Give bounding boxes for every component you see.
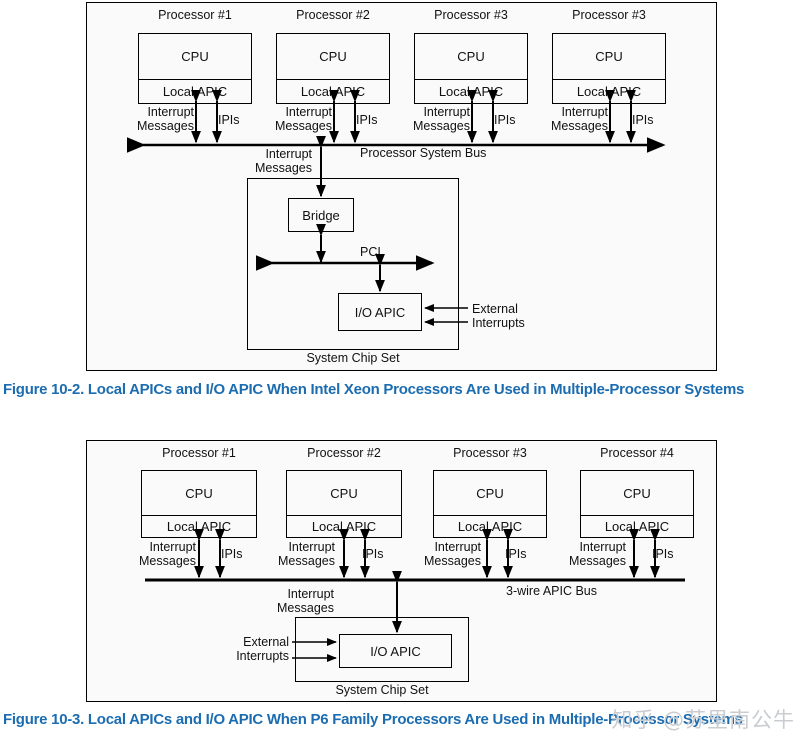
interrupt-messages-label: Interrupt Messages [139,540,196,568]
ipis-label: IPIs [356,113,378,127]
processor-box: CPU Local APIC [276,33,390,104]
processor-box: CPU Local APIC [286,470,402,538]
figure-2-chipset-caption: System Chip Set [335,683,429,697]
cpu-cell: CPU [476,485,504,501]
figure-1-chipset-caption: System Chip Set [306,351,400,365]
processor-title: Processor #1 [158,8,232,22]
processor-title: Processor #3 [434,8,508,22]
figure-2-io-apic-box: I/O APIC [339,634,452,668]
ipis-label: IPIs [362,547,384,561]
local-apic-cell: Local APIC [277,79,389,103]
interrupt-messages-label: Interrupt Messages [551,105,608,133]
figure-1-bus-label: Processor System Bus [360,146,487,160]
figure-2-external-interrupts-label: External Interrupts [236,635,289,663]
processor-box: CPU Local APIC [414,33,528,104]
figure-1-bridge-box: Bridge [288,198,354,232]
local-apic-cell: Local APIC [581,515,693,537]
figure-2-caption: Figure 10-3. Local APICs and I/O APIC Wh… [3,711,743,728]
figure-1-bridge-interrupt-label: Interrupt Messages [255,147,312,175]
local-apic-cell: Local APIC [142,515,256,537]
processor-box: CPU Local APIC [433,470,547,538]
processor-title: Processor #4 [600,446,674,460]
ipis-label: IPIs [494,113,516,127]
cpu-cell: CPU [623,485,651,501]
watermark-text: 知乎 @苏里南公牛 [611,708,795,732]
local-apic-cell: Local APIC [139,79,251,103]
ipis-label: IPIs [218,113,240,127]
figure-1-caption: Figure 10-2. Local APICs and I/O APIC Wh… [3,381,745,398]
processor-box: CPU Local APIC [141,470,257,538]
cpu-cell: CPU [595,49,623,64]
processor-title: Processor #3 [453,446,527,460]
processor-title: Processor #1 [162,446,236,460]
cpu-cell: CPU [330,485,358,501]
processor-box: CPU Local APIC [580,470,694,538]
processor-title: Processor #3 [572,8,646,22]
figure-2-bus-label: 3-wire APIC Bus [506,584,598,598]
local-apic-cell: Local APIC [287,515,401,537]
interrupt-messages-label: Interrupt Messages [424,540,481,568]
interrupt-messages-label: Interrupt Messages [569,540,626,568]
local-apic-cell: Local APIC [415,79,527,103]
processor-box: CPU Local APIC [138,33,252,104]
figure-1-io-apic-box: I/O APIC [338,293,422,331]
processor-title: Processor #2 [307,446,381,460]
ipis-label: IPIs [221,547,243,561]
cpu-cell: CPU [181,49,209,64]
ipis-label: IPIs [505,547,527,561]
local-apic-cell: Local APIC [434,515,546,537]
interrupt-messages-label: Interrupt Messages [275,105,332,133]
figure-2-bridge-interrupt-label: Interrupt Messages [277,587,334,615]
interrupt-messages-label: Interrupt Messages [278,540,335,568]
cpu-cell: CPU [457,49,485,64]
figure-1-pci-label: PCI [360,245,381,259]
figure-1-external-interrupts-label: External Interrupts [472,302,525,330]
cpu-cell: CPU [185,485,213,501]
ipis-label: IPIs [652,547,674,561]
interrupt-messages-label: Interrupt Messages [413,105,470,133]
ipis-label: IPIs [632,113,654,127]
cpu-cell: CPU [319,49,347,64]
local-apic-cell: Local APIC [553,79,665,103]
interrupt-messages-label: Interrupt Messages [137,105,194,133]
processor-title: Processor #2 [296,8,370,22]
processor-box: CPU Local APIC [552,33,666,104]
